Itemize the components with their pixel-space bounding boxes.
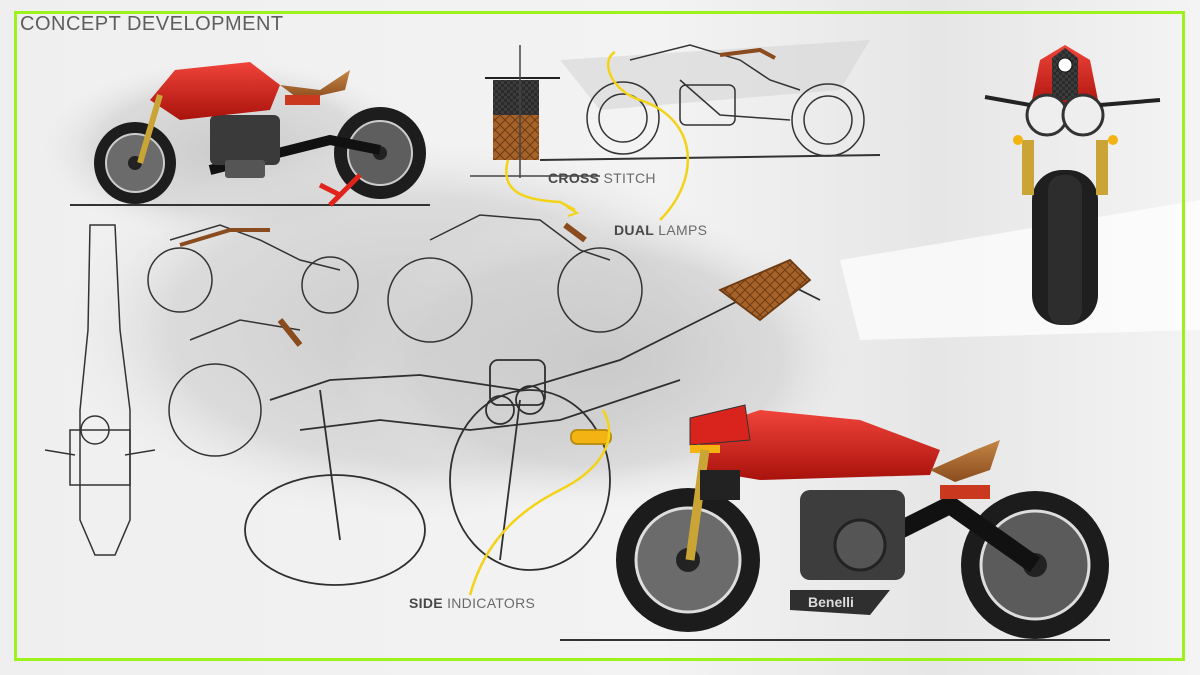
callout-cross-stitch-rest: STITCH [599, 170, 656, 186]
callout-dual-lamps: DUAL LAMPS [614, 222, 707, 238]
sketch-top-view [44, 224, 156, 556]
seat-material-swatch [470, 45, 600, 178]
sketch-side-views [147, 214, 643, 457]
callout-dual-lamps-emphasis: DUAL [614, 222, 655, 238]
red-bike-side-small [70, 62, 430, 207]
callout-cross-stitch: CROSS STITCH [548, 170, 656, 186]
callout-cross-stitch-emphasis: CROSS [548, 170, 600, 186]
red-bike-front [984, 45, 1161, 325]
sketch-bike-top [539, 44, 881, 161]
callout-dual-lamps-rest: LAMPS [654, 222, 708, 238]
red-bike-side-large: Benelli [560, 404, 1110, 641]
callout-lines [468, 50, 690, 596]
callout-side-indicators-rest: INDICATORS [442, 595, 536, 611]
brand-mark: Benelli [808, 594, 854, 610]
callout-side-indicators-emphasis: SIDE [409, 595, 443, 611]
sketch-bike-large [244, 258, 821, 586]
page-title: CONCEPT DEVELOPMENT [20, 13, 284, 35]
callout-side-indicators: SIDE INDICATORS [409, 595, 535, 611]
